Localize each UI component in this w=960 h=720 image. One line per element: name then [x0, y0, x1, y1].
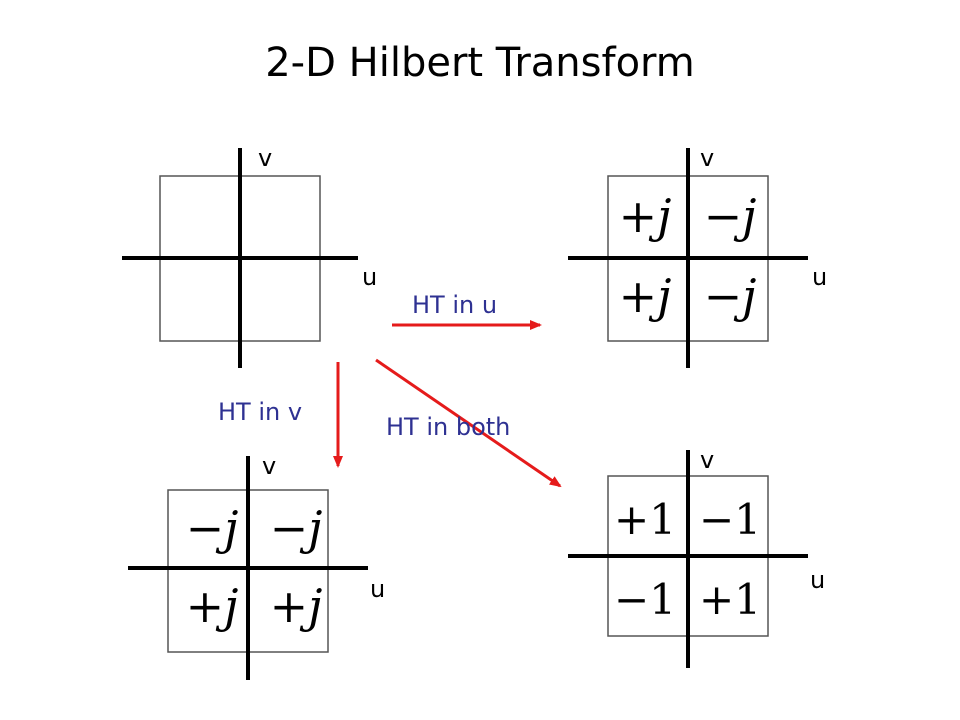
v-axis-label: v: [262, 452, 276, 480]
quadrant-top-left: −j: [186, 501, 239, 555]
quadrant-top-right: −j: [704, 189, 757, 243]
v-axis-label: v: [700, 144, 714, 172]
v-axis-label: v: [258, 144, 272, 172]
panel-ht-both: v u +1 −1 −1 +1: [568, 446, 825, 668]
quadrant-bottom-right: +1: [699, 575, 761, 624]
quadrant-bottom-right: −j: [704, 269, 757, 323]
panel-original: v u: [122, 144, 377, 368]
label-ht-in-u: HT in u: [412, 291, 497, 319]
quadrant-top-left: +1: [614, 495, 676, 544]
arrow-ht-in-both: [375, 358, 562, 488]
quadrant-bottom-left: +j: [186, 579, 239, 633]
quadrant-top-right: −j: [270, 501, 323, 555]
u-axis-label: u: [362, 263, 377, 291]
u-axis-label: u: [812, 263, 827, 291]
panel-ht-u: v u +j −j +j −j: [568, 144, 827, 368]
quadrant-bottom-left: −1: [614, 575, 676, 624]
panel-ht-v: v u −j −j +j +j: [128, 452, 385, 680]
quadrant-top-right: −1: [699, 495, 761, 544]
label-ht-in-v: HT in v: [218, 398, 302, 426]
page-title: 2-D Hilbert Transform: [265, 40, 695, 86]
u-axis-label: u: [370, 575, 385, 603]
v-axis-label: v: [700, 446, 714, 474]
label-ht-in-both: HT in both: [386, 413, 510, 441]
u-axis-label: u: [810, 566, 825, 594]
quadrant-bottom-left: +j: [619, 269, 672, 323]
quadrant-top-left: +j: [619, 189, 672, 243]
quadrant-bottom-right: +j: [270, 579, 323, 633]
